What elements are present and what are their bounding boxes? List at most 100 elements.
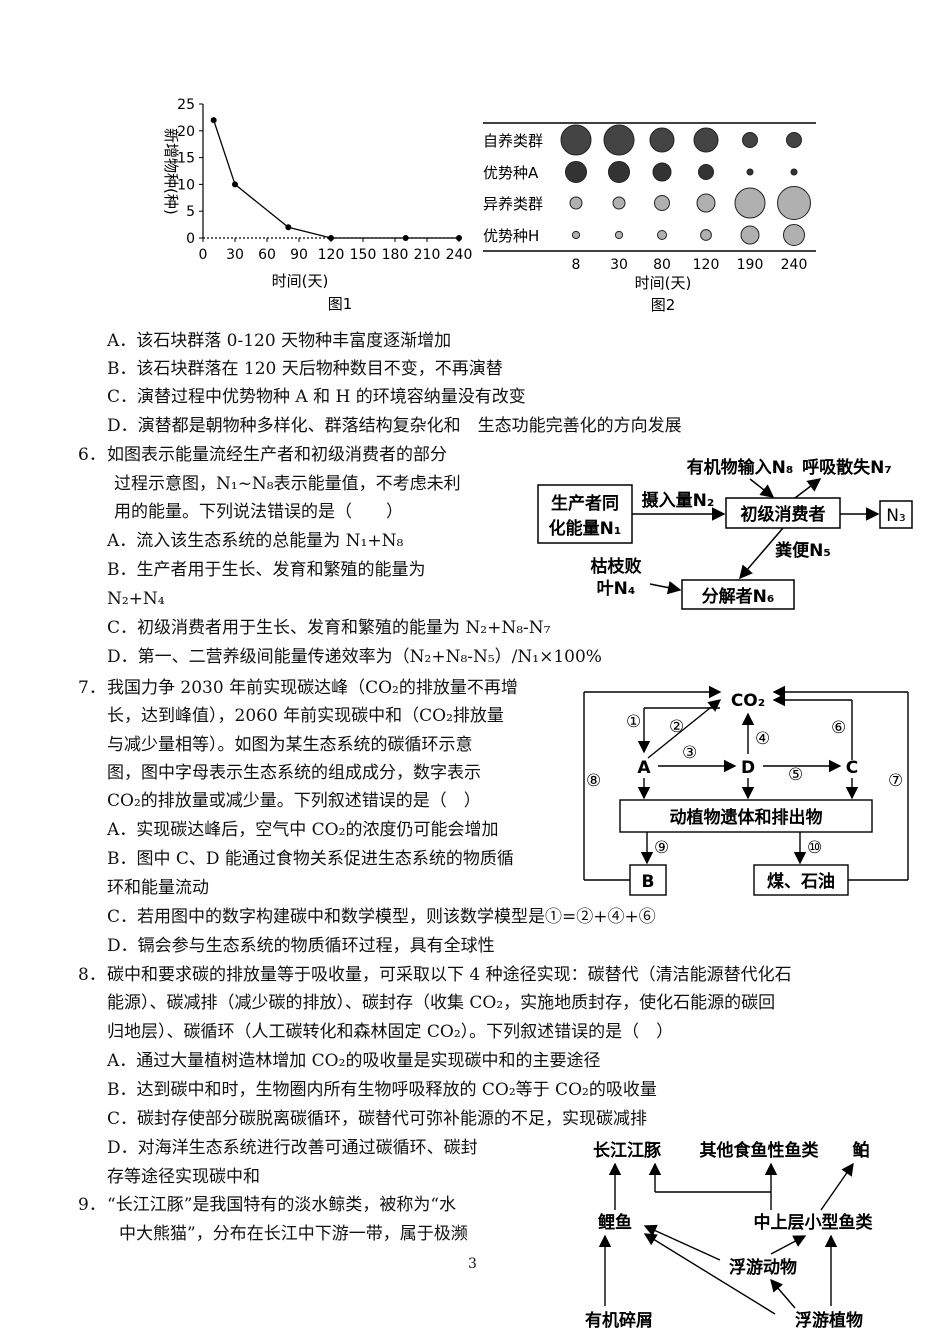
q7-option-b-line1: B．图中 C、D 能通过食物关系促进生态系统的物质循 <box>107 849 514 869</box>
q7-node-d: D <box>741 758 755 778</box>
q7-n8: ⑧ <box>586 771 601 791</box>
q6-stem-line1: 如图表示能量流经生产者和初级消费者的部分 <box>107 445 447 465</box>
f2-xtick-label: 30 <box>610 257 628 273</box>
q8-option-d-line1: D．对海洋生态系统进行改善可通过碳循环、碳封 <box>107 1138 478 1158</box>
f2-row-label: 异养类群 <box>483 195 543 213</box>
q6-consumer-label: 初级消费者 <box>741 504 826 525</box>
f2-xtick-label: 8 <box>572 257 581 273</box>
f2-bubble <box>654 195 670 211</box>
q7-option-d: D．镉会参与生态系统的物质循环过程，具有全球性 <box>107 936 495 956</box>
f2-bubble <box>657 230 667 240</box>
q7-n4: ④ <box>755 729 770 749</box>
q6-option-d: D．第一、二营养级间能量传递效率为（N₂+N₈-N₅）/N₁×100% <box>107 647 602 667</box>
q5-option-b: B．该石块群落在 120 天后物种数目不变，不再演替 <box>107 359 503 379</box>
q9-stem-line2: 中大熊猫”，分布在长江中下游一带，属于极濒 <box>119 1224 468 1244</box>
q9-phytoplankton: 浮游植物 <box>795 1310 863 1331</box>
f2-bubble <box>700 229 712 241</box>
q9-detritus: 有机碎屑 <box>585 1310 653 1331</box>
q6-producer-label-1: 生产者同 <box>551 493 619 514</box>
q6-producer-label-2: 化能量N₁ <box>549 518 622 539</box>
q7-n9: ⑨ <box>654 838 669 858</box>
f2-bubble <box>652 162 672 182</box>
f2-xtick-label: 120 <box>693 257 720 273</box>
q8-option-d-line2: 存等途径实现碳中和 <box>107 1167 260 1187</box>
f2-bubble <box>746 168 754 176</box>
f1-ytick-label: 0 <box>186 231 195 247</box>
q8-stem-line2: 能源）、碳减排（减少碳的排放）、碳封存（收集 CO₂，实施地质封存，使化石能源的… <box>107 993 776 1013</box>
q5-option-a: A．该石块群落 0-120 天物种丰富度逐渐增加 <box>107 331 452 351</box>
q6-litter-label-2: 叶N₄ <box>597 579 636 599</box>
q6-organic-input-label: 有机物输入N₈ <box>687 457 794 478</box>
f1-data-point <box>328 235 334 241</box>
f1-xtick-label: 240 <box>446 247 473 263</box>
f1-xlabel: 时间(天) <box>272 272 329 290</box>
f1-data-point <box>285 224 292 231</box>
f2-bubble <box>560 124 592 156</box>
f1-series-line <box>213 119 459 239</box>
q6-number: 6． <box>78 445 106 465</box>
page-number: 3 <box>468 1256 477 1272</box>
q6-respiration-arrow <box>794 478 822 499</box>
q9-zooplankton: 浮游动物 <box>729 1257 797 1278</box>
f2-bubble <box>612 196 626 210</box>
q7-arrow-2 <box>647 699 722 759</box>
q7-stem-line4: 图，图中字母表示生态系统的组成成分，数字表示 <box>107 763 481 783</box>
q7-n3: ③ <box>682 743 697 763</box>
f1-ytick-label: 15 <box>177 151 195 167</box>
q7-remains-box <box>619 799 873 833</box>
f1-xtick-label: 30 <box>226 247 244 263</box>
q7-stem-line3: 与减少量相等）。如图为某生态系统的碳循环示意 <box>107 735 473 755</box>
f2-bubble <box>571 230 581 240</box>
q9-bao-fish: 鲌 <box>853 1140 870 1161</box>
q6-litter-label-1: 枯枝败 <box>591 556 642 577</box>
f2-bubble <box>734 187 766 219</box>
f1-data-point <box>232 181 238 188</box>
f2-xlabel: 时间(天) <box>635 274 692 292</box>
q9-zoo-to-carp <box>643 1224 721 1261</box>
f1-xtick-label: 90 <box>290 247 308 263</box>
q6-stem-line3: 用的能量。下列说法错误的是（ ） <box>114 502 403 522</box>
q8-option-a: A．通过大量植树造林增加 CO₂的吸收量是实现碳中和的主要途径 <box>107 1051 601 1071</box>
f1-ytick-label: 20 <box>177 124 195 140</box>
q7-option-b-line2: 环和能量流动 <box>107 878 209 898</box>
q7-carbon-cycle-diagram: CO₂ ① ② ③ ④ ⑤ ⑥ A D C 动植物遗体和排出物 ⑨ ⑩ B 煤、… <box>583 685 909 896</box>
q7-n7: ⑦ <box>888 771 903 791</box>
q7-n10: ⑩ <box>807 838 822 858</box>
f2-bubble <box>614 230 624 240</box>
f2-bubble <box>742 132 758 148</box>
q9-carp: 鲤鱼 <box>597 1212 632 1233</box>
q5-option-d: D．演替都是朝物种多样化、群落结构复杂化和 生态功能完善化的方向发展 <box>107 416 682 436</box>
q7-n2: ② <box>669 717 684 737</box>
q6-litter-arrow <box>649 581 682 595</box>
q9-food-web-diagram: 长江江豚 其他食鱼性鱼类 鲌 鲤鱼 中上层小型鱼类 浮游动物 有机碎屑 浮游植物 <box>585 1140 873 1331</box>
q8-stem-line1: 碳中和要求碳的排放量等于吸收量，可采取以下 4 种途径实现：碳替代（清洁能源替代… <box>107 965 792 985</box>
f2-bubble <box>777 186 811 220</box>
f1-xtick-label: 210 <box>414 247 441 263</box>
f1-data-point <box>402 235 409 241</box>
f1-caption: 图1 <box>328 295 353 313</box>
q6-option-b-line2: N₂+N₄ <box>107 589 165 609</box>
f1-data-point <box>456 235 462 241</box>
f1-data-point <box>210 117 217 124</box>
f1-xtick-label: 120 <box>318 247 345 263</box>
q6-decomposer-label: 分解者N₆ <box>702 586 775 607</box>
q9-number: 9． <box>78 1195 106 1215</box>
f2-bubble <box>649 127 675 153</box>
q8-option-c: C．碳封存使部分碳脱离碳循环，碳替代可弥补能源的不足，实现碳减排 <box>107 1109 648 1129</box>
f2-xtick-label: 80 <box>653 257 671 273</box>
f2-bubble <box>603 124 635 156</box>
q7-node-b: B <box>642 872 655 892</box>
f2-bubble <box>783 224 805 246</box>
q9-phyto-to-zoo <box>770 1278 796 1309</box>
f2-bubble <box>569 196 583 210</box>
f2-row-label: 自养类群 <box>483 132 543 150</box>
q8-option-b: B．达到碳中和时，生物圈内所有生物呼吸释放的 CO₂等于 CO₂的吸收量 <box>107 1080 657 1100</box>
q6-energy-flow-diagram: 生产者同 化能量N₁ 摄入量N₂ 初级消费者 有机物输入N₈ 呼吸散失N₇ N₃… <box>537 457 913 610</box>
q6-n3-label: N₃ <box>886 506 906 526</box>
f1-xtick-label: 150 <box>350 247 377 263</box>
f2-bubble <box>786 132 802 148</box>
q6-option-b-line1: B．生产者用于生长、发育和繁殖的能量为 <box>107 560 426 580</box>
q7-remains-label: 动植物遗体和排出物 <box>670 807 823 828</box>
